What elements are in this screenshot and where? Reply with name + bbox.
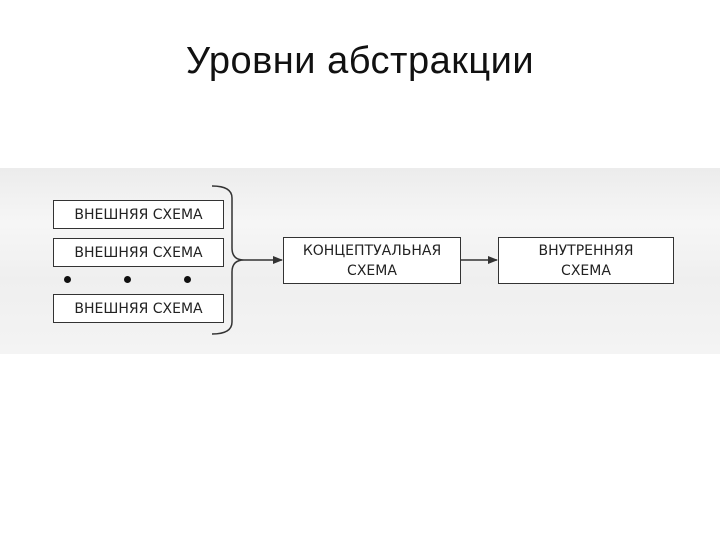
external-schema-box-1: ВНЕШНЯЯ СХЕМА (53, 200, 224, 229)
ellipsis-dot-3 (184, 276, 191, 283)
external-schema-box-3: ВНЕШНЯЯ СХЕМА (53, 294, 224, 323)
ellipsis-dot-2 (124, 276, 131, 283)
conceptual-schema-box: КОНЦЕПТУАЛЬНАЯ СХЕМА (283, 237, 461, 284)
slide-title: Уровни абстракции (185, 40, 535, 82)
internal-schema-box: ВНУТРЕННЯЯ СХЕМА (498, 237, 674, 284)
external-schema-box-2: ВНЕШНЯЯ СХЕМА (53, 238, 224, 267)
ellipsis-dot-1 (64, 276, 71, 283)
grouping-brace (211, 185, 245, 335)
